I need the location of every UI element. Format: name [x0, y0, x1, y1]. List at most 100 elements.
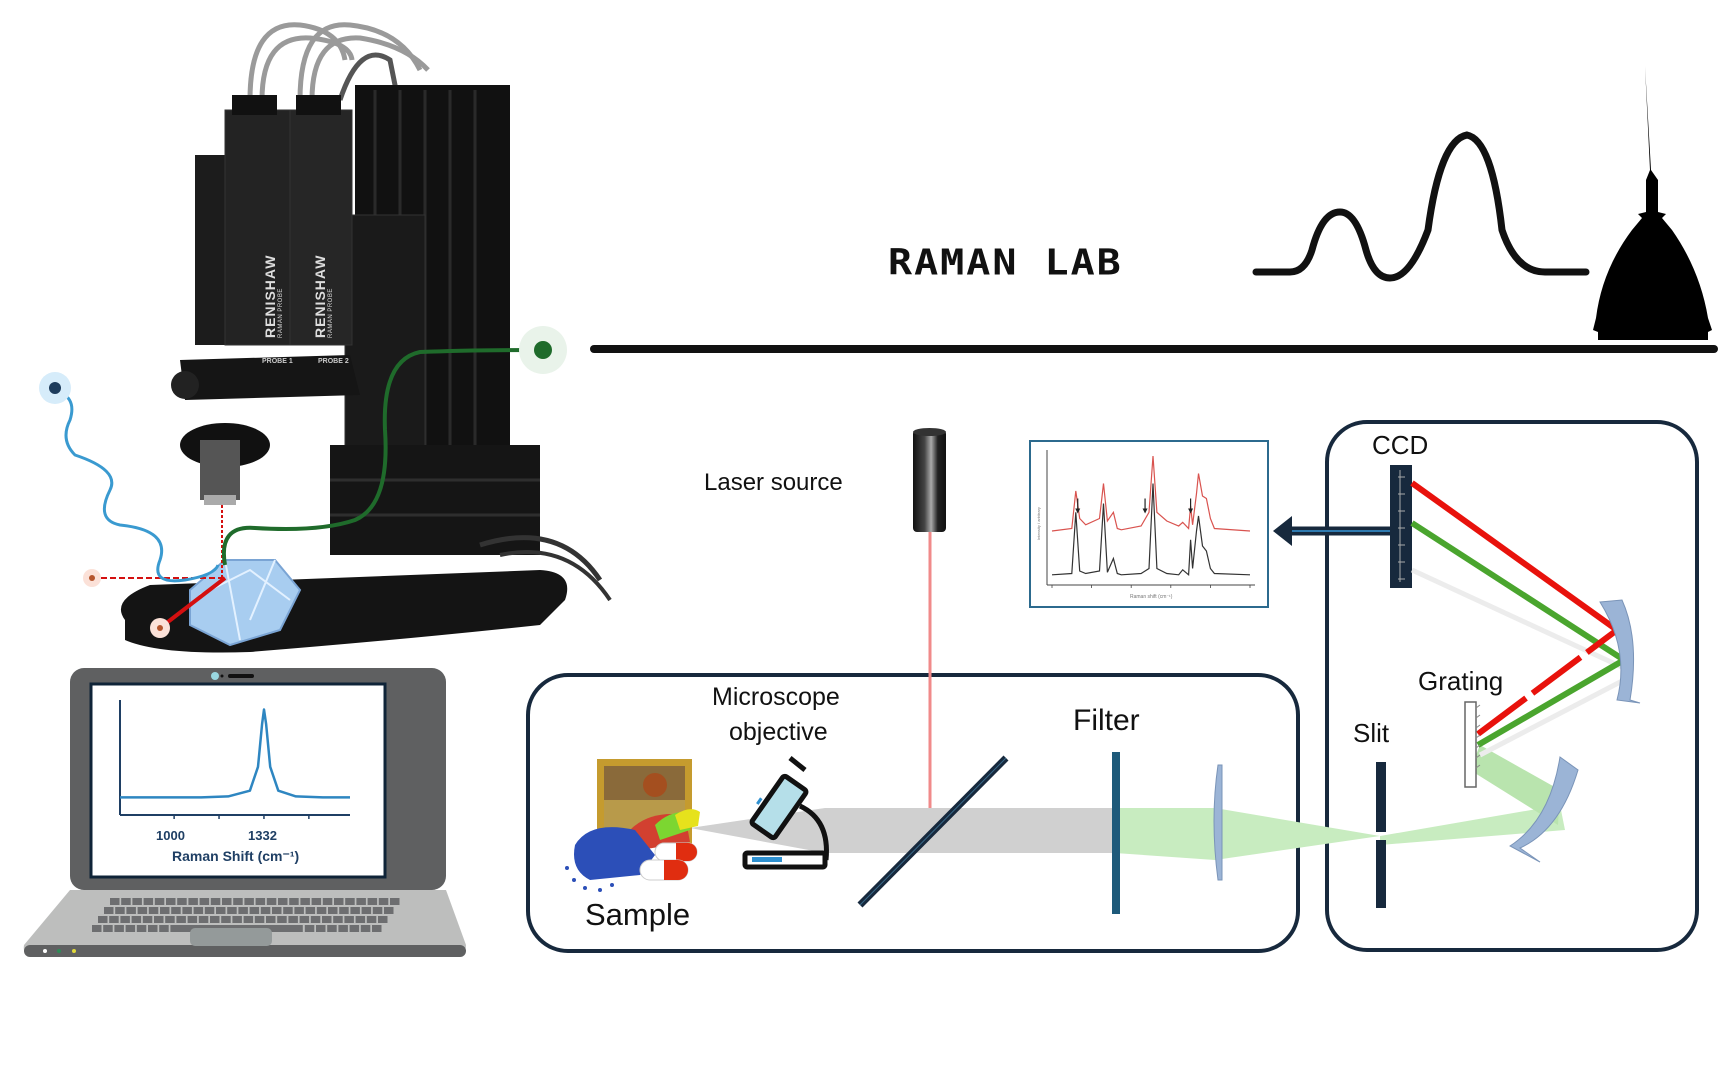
slit-upper	[1376, 762, 1386, 832]
keyboard-key	[177, 898, 187, 905]
filter-plate	[1112, 752, 1120, 914]
keyboard-key	[316, 925, 326, 932]
keyboard-key	[165, 916, 175, 923]
keyboard-key	[299, 916, 310, 923]
collection-beam	[690, 808, 1115, 853]
keyboard-key	[199, 898, 210, 905]
keyboard-key	[294, 907, 304, 914]
keyboard-key	[98, 916, 108, 923]
keyboard-key	[131, 916, 142, 923]
keyboard-key	[132, 898, 142, 905]
focusing-mirror	[1599, 599, 1641, 704]
keyboard-key	[204, 907, 215, 914]
laptop-base	[23, 890, 466, 957]
keyboard-key	[243, 916, 254, 923]
capsule-icon-2	[639, 859, 689, 881]
capsule-icon-1	[654, 842, 698, 862]
keyboard-key	[142, 916, 153, 923]
keyboard-key	[222, 898, 232, 905]
probe-label-1: PROBE 1	[262, 358, 293, 365]
ccd-detector	[1390, 465, 1412, 588]
ray-green-upper	[1410, 520, 1626, 663]
keyboard-key	[110, 898, 120, 905]
objective-lens	[200, 440, 240, 500]
keyboard-key	[254, 916, 265, 923]
keyboard-key	[109, 916, 119, 923]
keyboard-key	[182, 907, 192, 914]
webcam-icon	[211, 672, 219, 680]
keyboard-key	[356, 898, 366, 905]
keyboard-key	[310, 916, 321, 923]
keyboard-key	[367, 898, 378, 905]
raman-fiber-green	[221, 348, 541, 566]
keyboard-key	[114, 925, 124, 932]
keyboard-key	[327, 925, 337, 932]
keyboard-key	[350, 907, 360, 914]
keyboard-key	[166, 898, 176, 905]
diffraction-grating	[1464, 701, 1477, 788]
inset-series-1	[1051, 483, 1251, 577]
keyboard-key	[232, 916, 242, 923]
laser-source-label: Laser source	[704, 469, 843, 496]
keyboard-key	[304, 925, 315, 932]
keyboard-key	[188, 898, 198, 905]
laser-source-icon	[913, 430, 946, 532]
keyboard-key	[349, 925, 360, 932]
ccd-label: CCD	[1372, 430, 1429, 460]
keyboard-key	[289, 898, 299, 905]
keyboard-key	[227, 907, 237, 914]
keyboard-key	[316, 907, 327, 914]
logo-peaks-line	[1252, 131, 1590, 282]
keyboard-key	[260, 907, 271, 914]
probe-label-2: PROBE 2	[318, 358, 349, 365]
microscope-box	[526, 673, 1300, 953]
keyboard-key	[210, 916, 220, 923]
keyboard-key	[355, 916, 366, 923]
keyboard-key	[154, 898, 165, 905]
keyboard-key	[176, 916, 186, 923]
keyboard-key	[255, 898, 266, 905]
keyboard-key	[372, 925, 382, 932]
keyboard-key	[103, 925, 113, 932]
logo-base-line	[590, 345, 1718, 353]
filter-label: Filter	[1073, 704, 1140, 737]
focusing-lens	[1213, 764, 1223, 881]
fiber-cables	[247, 22, 430, 111]
keyboard-key	[104, 907, 114, 914]
keyboard-key	[115, 907, 125, 914]
logo-text: RAMAN LAB	[888, 242, 1123, 284]
laptop-chart-spectrum-line	[120, 708, 350, 799]
keyboard-key	[300, 898, 310, 905]
keyboard-key	[160, 907, 170, 914]
keyboard-key	[143, 898, 154, 905]
microscope-icon	[742, 756, 829, 870]
scattered-light-wave	[51, 388, 220, 583]
keyboard-key	[305, 907, 316, 914]
inset-series-0	[1051, 455, 1251, 532]
keyboard-key	[334, 898, 344, 905]
keyboard-key	[378, 916, 388, 923]
keyboard-key	[384, 907, 394, 914]
keyboard-key	[322, 898, 333, 905]
mole-antonelliana-silhouette-icon	[1593, 66, 1712, 340]
laptop-chart-tick-1000: 1000	[156, 828, 185, 843]
keyboard-key	[288, 916, 298, 923]
keyboard-key	[221, 916, 231, 923]
keyboard-key	[272, 907, 282, 914]
laptop-chart-xlabel: Raman Shift (cm⁻¹)	[172, 848, 300, 864]
keyboard-key	[148, 925, 158, 932]
keyboard-key	[311, 898, 322, 905]
laptop-screen	[89, 682, 387, 879]
keyboard-key	[148, 907, 159, 914]
keyboard-key	[154, 916, 164, 923]
keyboard-key	[328, 907, 338, 914]
keyboard-key	[238, 907, 248, 914]
keyboard-key	[136, 925, 147, 932]
keyboard-key	[366, 916, 377, 923]
laptop-trackpad	[190, 928, 272, 946]
